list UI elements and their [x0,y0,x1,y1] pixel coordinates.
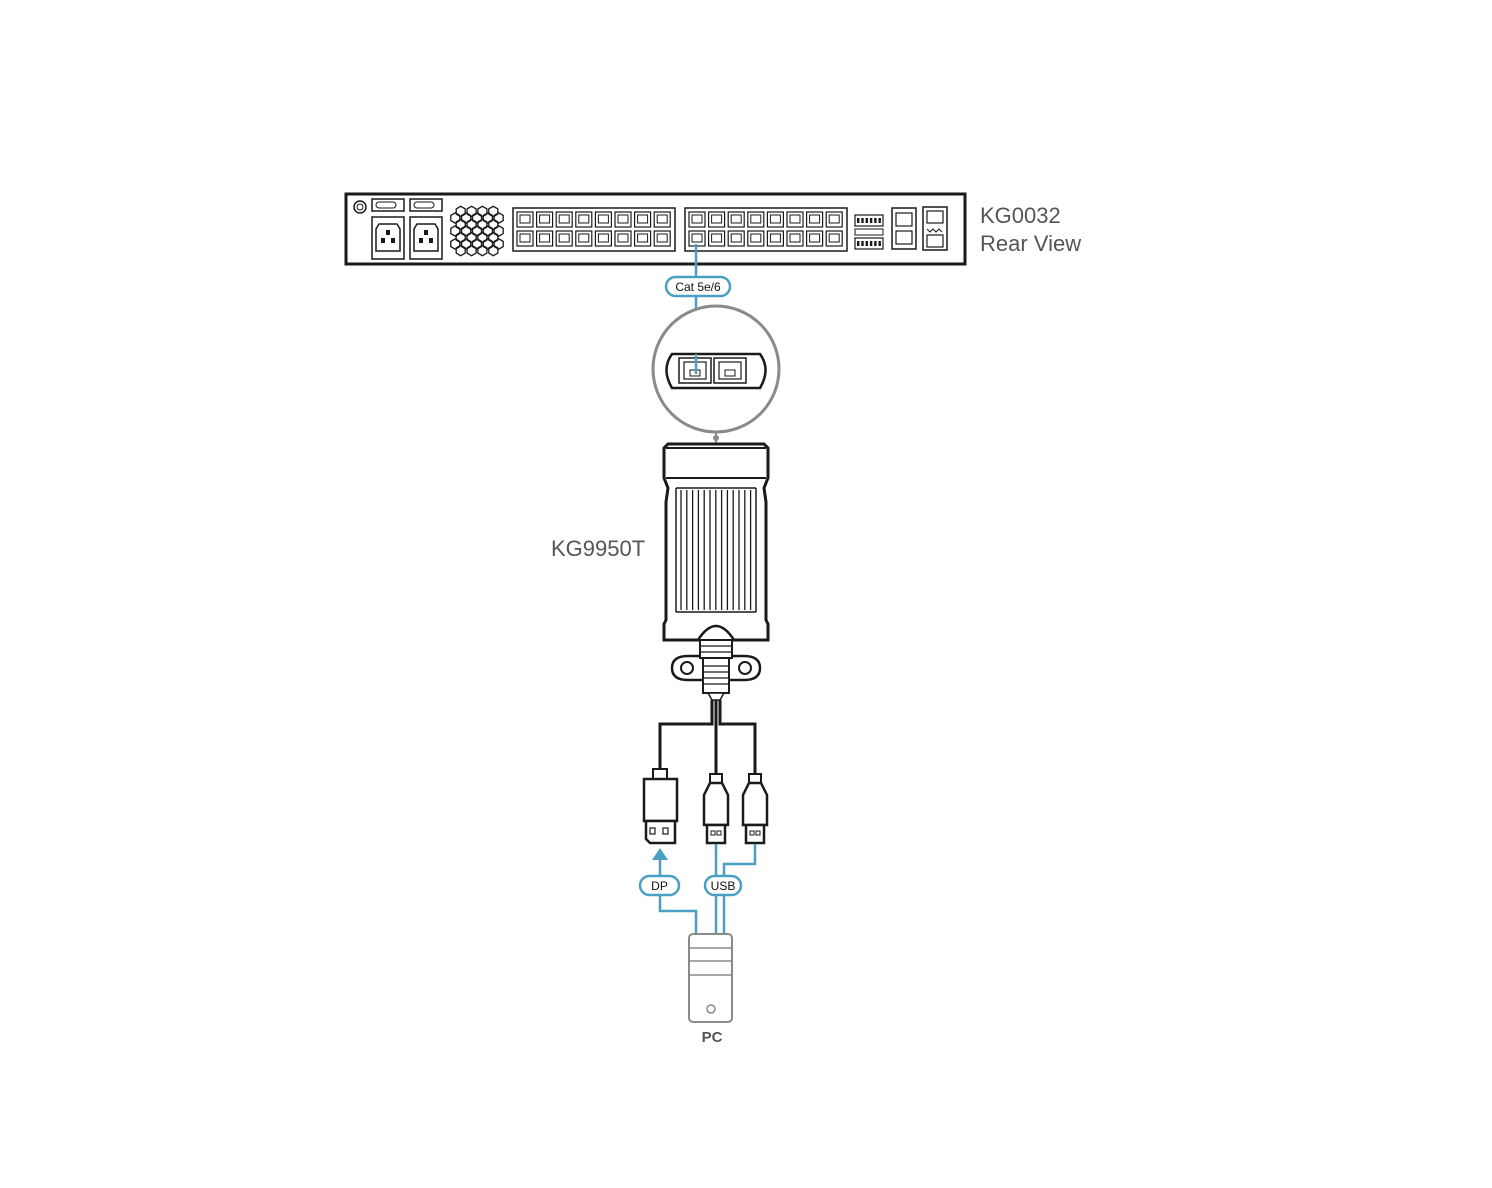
kvm-port-bank-1 [512,207,676,252]
dp-cable-label: DP [651,879,668,893]
pc-tower-icon [688,933,733,1023]
switch-view-label: Rear View [980,231,1081,256]
rj45-port-icon [653,211,671,228]
pc-label: PC [702,1029,723,1046]
kg0032-rear-panel [344,192,967,266]
rj45-port-icon [707,211,726,228]
adapter-branch-cables [658,700,757,775]
rj45-port-icon [825,230,843,247]
power-switch-icon [371,198,443,212]
usb-cable-badge: USB [703,874,743,897]
rj45-port-icon [766,211,785,228]
usb-cable [714,844,757,936]
rj45-port-icon [555,230,573,247]
rj45-port-icon [805,230,824,247]
usb-cable-label: USB [711,879,736,893]
rj45-port-icon [653,230,671,247]
rj45-port-icon [786,211,804,228]
rj45-port-icon [786,230,804,247]
rj45-port-icon [516,211,534,228]
usb-connector-icon [702,773,730,845]
rj45-port-icon [614,211,632,228]
rj45-port-icon [516,230,534,247]
rj45-port-icon [747,230,765,247]
rj45-port-icon [614,230,632,247]
rj45-port-icon [535,230,554,247]
rj45-port-icon [633,211,652,228]
dp-cable-badge: DP [638,874,681,897]
adapter-port-detail [651,304,781,444]
usb-port-icon [922,206,948,251]
power-inlet-icon [371,216,443,260]
terminal-block-icon [854,214,884,250]
kvm-port-bank-2 [684,207,848,252]
cat-cable-label: Cat 5e/6 [675,280,721,294]
rj45-port-icon [805,211,824,228]
rj45-port-icon [825,211,843,228]
dp-cable [658,858,698,936]
lan-port-icon [891,207,917,250]
rj45-port-icon [535,211,554,228]
usb-connector-icon [741,773,769,845]
adapter-model-label: KG9950T [551,536,645,561]
rj45-port-icon [575,211,593,228]
fan-grille-icon [450,205,504,257]
dp-connector-icon [642,768,679,845]
rj45-port-icon [575,230,593,247]
rj45-port-icon [707,230,726,247]
switch-model-label: KG0032 [980,203,1061,228]
cat-cable-badge: Cat 5e/6 [664,275,732,298]
rj45-port-icon [727,211,745,228]
rj45-port-icon [594,230,613,247]
rj45-port-icon [766,230,785,247]
rj45-port-icon [688,211,706,228]
rj45-port-icon [555,211,573,228]
rj45-port-icon [727,230,745,247]
rj45-port-icon [633,230,652,247]
dp-arrow-icon [652,848,668,860]
rj45-port-icon [747,211,765,228]
ground-screw-icon [353,200,367,214]
kg9950t-adapter [662,442,770,701]
rj45-port-icon [594,211,613,228]
